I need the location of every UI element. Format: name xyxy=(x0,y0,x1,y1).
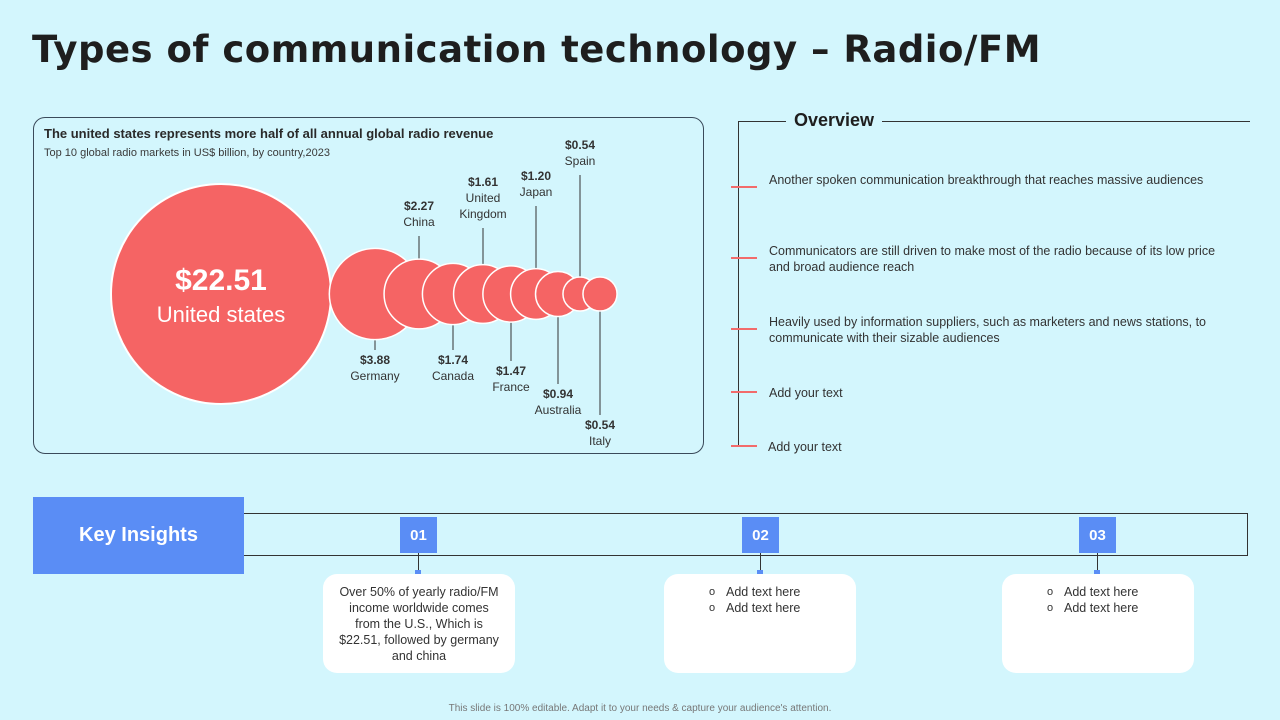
insight-card-02: Add text here Add text here xyxy=(664,574,856,673)
country-label-france: France xyxy=(492,380,530,394)
step-connector xyxy=(760,553,761,573)
overview-tick xyxy=(731,328,757,330)
step-dot xyxy=(1094,570,1100,576)
value-label-australia: $0.94 xyxy=(543,387,573,401)
country-label-japan: Japan xyxy=(520,185,553,199)
overview-tick xyxy=(731,391,757,393)
country-label-italy: Italy xyxy=(589,434,611,448)
insight-bullets: Add text here Add text here xyxy=(664,584,856,616)
insight-bullet: Add text here xyxy=(709,584,856,600)
value-label-united-kingdom: $1.61 xyxy=(468,175,498,189)
value-label-italy: $0.54 xyxy=(585,418,615,432)
value-label-japan: $1.20 xyxy=(521,169,551,183)
footer-note: This slide is 100% editable. Adapt it to… xyxy=(448,703,832,714)
country-label-germany: Germany xyxy=(350,369,399,383)
value-label-france: $1.47 xyxy=(496,364,526,378)
overview-item: Heavily used by information suppliers, s… xyxy=(769,315,1207,345)
insight-card-text: Over 50% of yearly radio/FM income world… xyxy=(339,585,499,663)
country-label-united-kingdom: United xyxy=(466,191,501,205)
overview-tick xyxy=(731,186,757,188)
step-connector xyxy=(1097,553,1098,573)
overview-item: Communicators are still driven to make m… xyxy=(769,244,1216,274)
country-label-spain: Spain xyxy=(565,154,596,168)
bubble-italy xyxy=(582,276,618,312)
overview-item: Add your text xyxy=(768,440,842,454)
country-label-united-kingdom: Kingdom xyxy=(459,207,506,221)
overview-tick xyxy=(731,257,757,259)
overview-timeline-line xyxy=(738,121,739,447)
country-label-australia: Australia xyxy=(535,403,582,417)
slide-title: Types of communication technology – Radi… xyxy=(32,28,1042,71)
insight-bullet: Add text here xyxy=(709,600,856,616)
country-label-canada: Canada xyxy=(432,369,474,383)
value-label-spain: $0.54 xyxy=(565,138,595,152)
step-connector xyxy=(418,553,419,573)
overview-top-rule xyxy=(738,121,1250,122)
chart-subheading: Top 10 global radio markets in US$ billi… xyxy=(44,147,330,159)
insight-card-01: Over 50% of yearly radio/FM income world… xyxy=(323,574,515,673)
step-number-03: 03 xyxy=(1079,517,1116,553)
step-number-01: 01 xyxy=(400,517,437,553)
step-dot xyxy=(415,570,421,576)
value-label-canada: $1.74 xyxy=(438,353,468,367)
bubble-value-label: $22.51 xyxy=(175,264,267,297)
overview-title: Overview xyxy=(786,110,883,131)
bubble-country-label: United states xyxy=(157,302,285,327)
insight-bullet: Add text here xyxy=(1047,584,1194,600)
value-label-china: $2.27 xyxy=(404,199,434,213)
insight-bullets: Add text here Add text here xyxy=(1002,584,1194,616)
value-label-germany: $3.88 xyxy=(360,353,390,367)
insight-bullet: Add text here xyxy=(1047,600,1194,616)
country-label-china: China xyxy=(403,215,435,229)
step-number-02: 02 xyxy=(742,517,779,553)
overview-item: Another spoken communication breakthroug… xyxy=(769,173,1204,187)
key-insights-label: Key Insights xyxy=(33,497,244,574)
overview-tick xyxy=(731,445,757,447)
overview-item: Add your text xyxy=(769,386,843,400)
step-dot xyxy=(757,570,763,576)
insight-card-03: Add text here Add text here xyxy=(1002,574,1194,673)
chart-panel: The united states represents more half o… xyxy=(33,117,704,454)
chart-heading: The united states represents more half o… xyxy=(44,126,494,141)
